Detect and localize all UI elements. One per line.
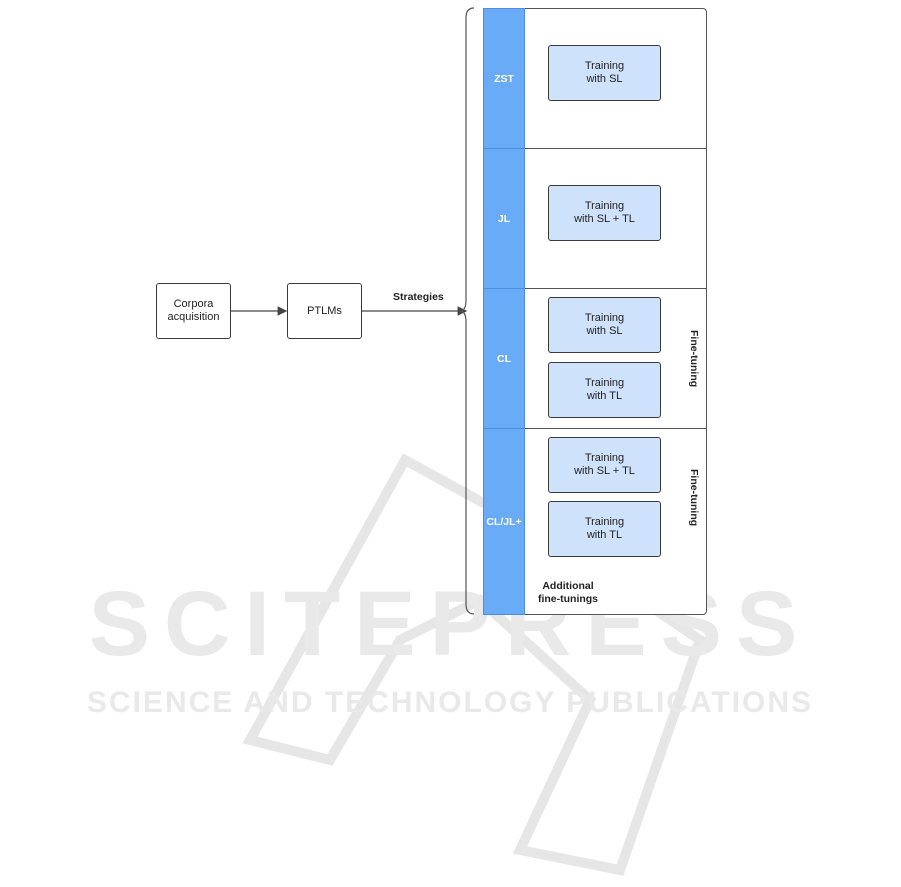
cl-training-tl-box: Training with TL (548, 362, 661, 418)
strategy-name-zst: ZST (483, 8, 525, 149)
strategies-label: Strategies (393, 291, 444, 303)
additional-fine-tunings-label: Additional fine-tunings (530, 580, 606, 606)
cl-training-sl-box: Training with SL (548, 297, 661, 353)
strategy-name-cl: CL (483, 288, 525, 429)
cljl-fine-tuning-label: Fine-tuning (688, 469, 700, 526)
cl-fine-tuning-label: Fine-tuning (688, 330, 700, 387)
cljl-training-tl-box: Training with TL (548, 501, 661, 557)
strategy-name-jl: JL (483, 148, 525, 289)
strategy-name-cljl: CL/JL+ (483, 428, 525, 615)
cljl-training-sltl-box: Training with SL + TL (548, 437, 661, 493)
corpora-acquisition-box: Corpora acquisition (156, 283, 231, 339)
zst-training-box: Training with SL (548, 45, 661, 101)
jl-training-box: Training with SL + TL (548, 185, 661, 241)
strategies-brace (460, 8, 474, 614)
ptlms-box: PTLMs (287, 283, 362, 339)
